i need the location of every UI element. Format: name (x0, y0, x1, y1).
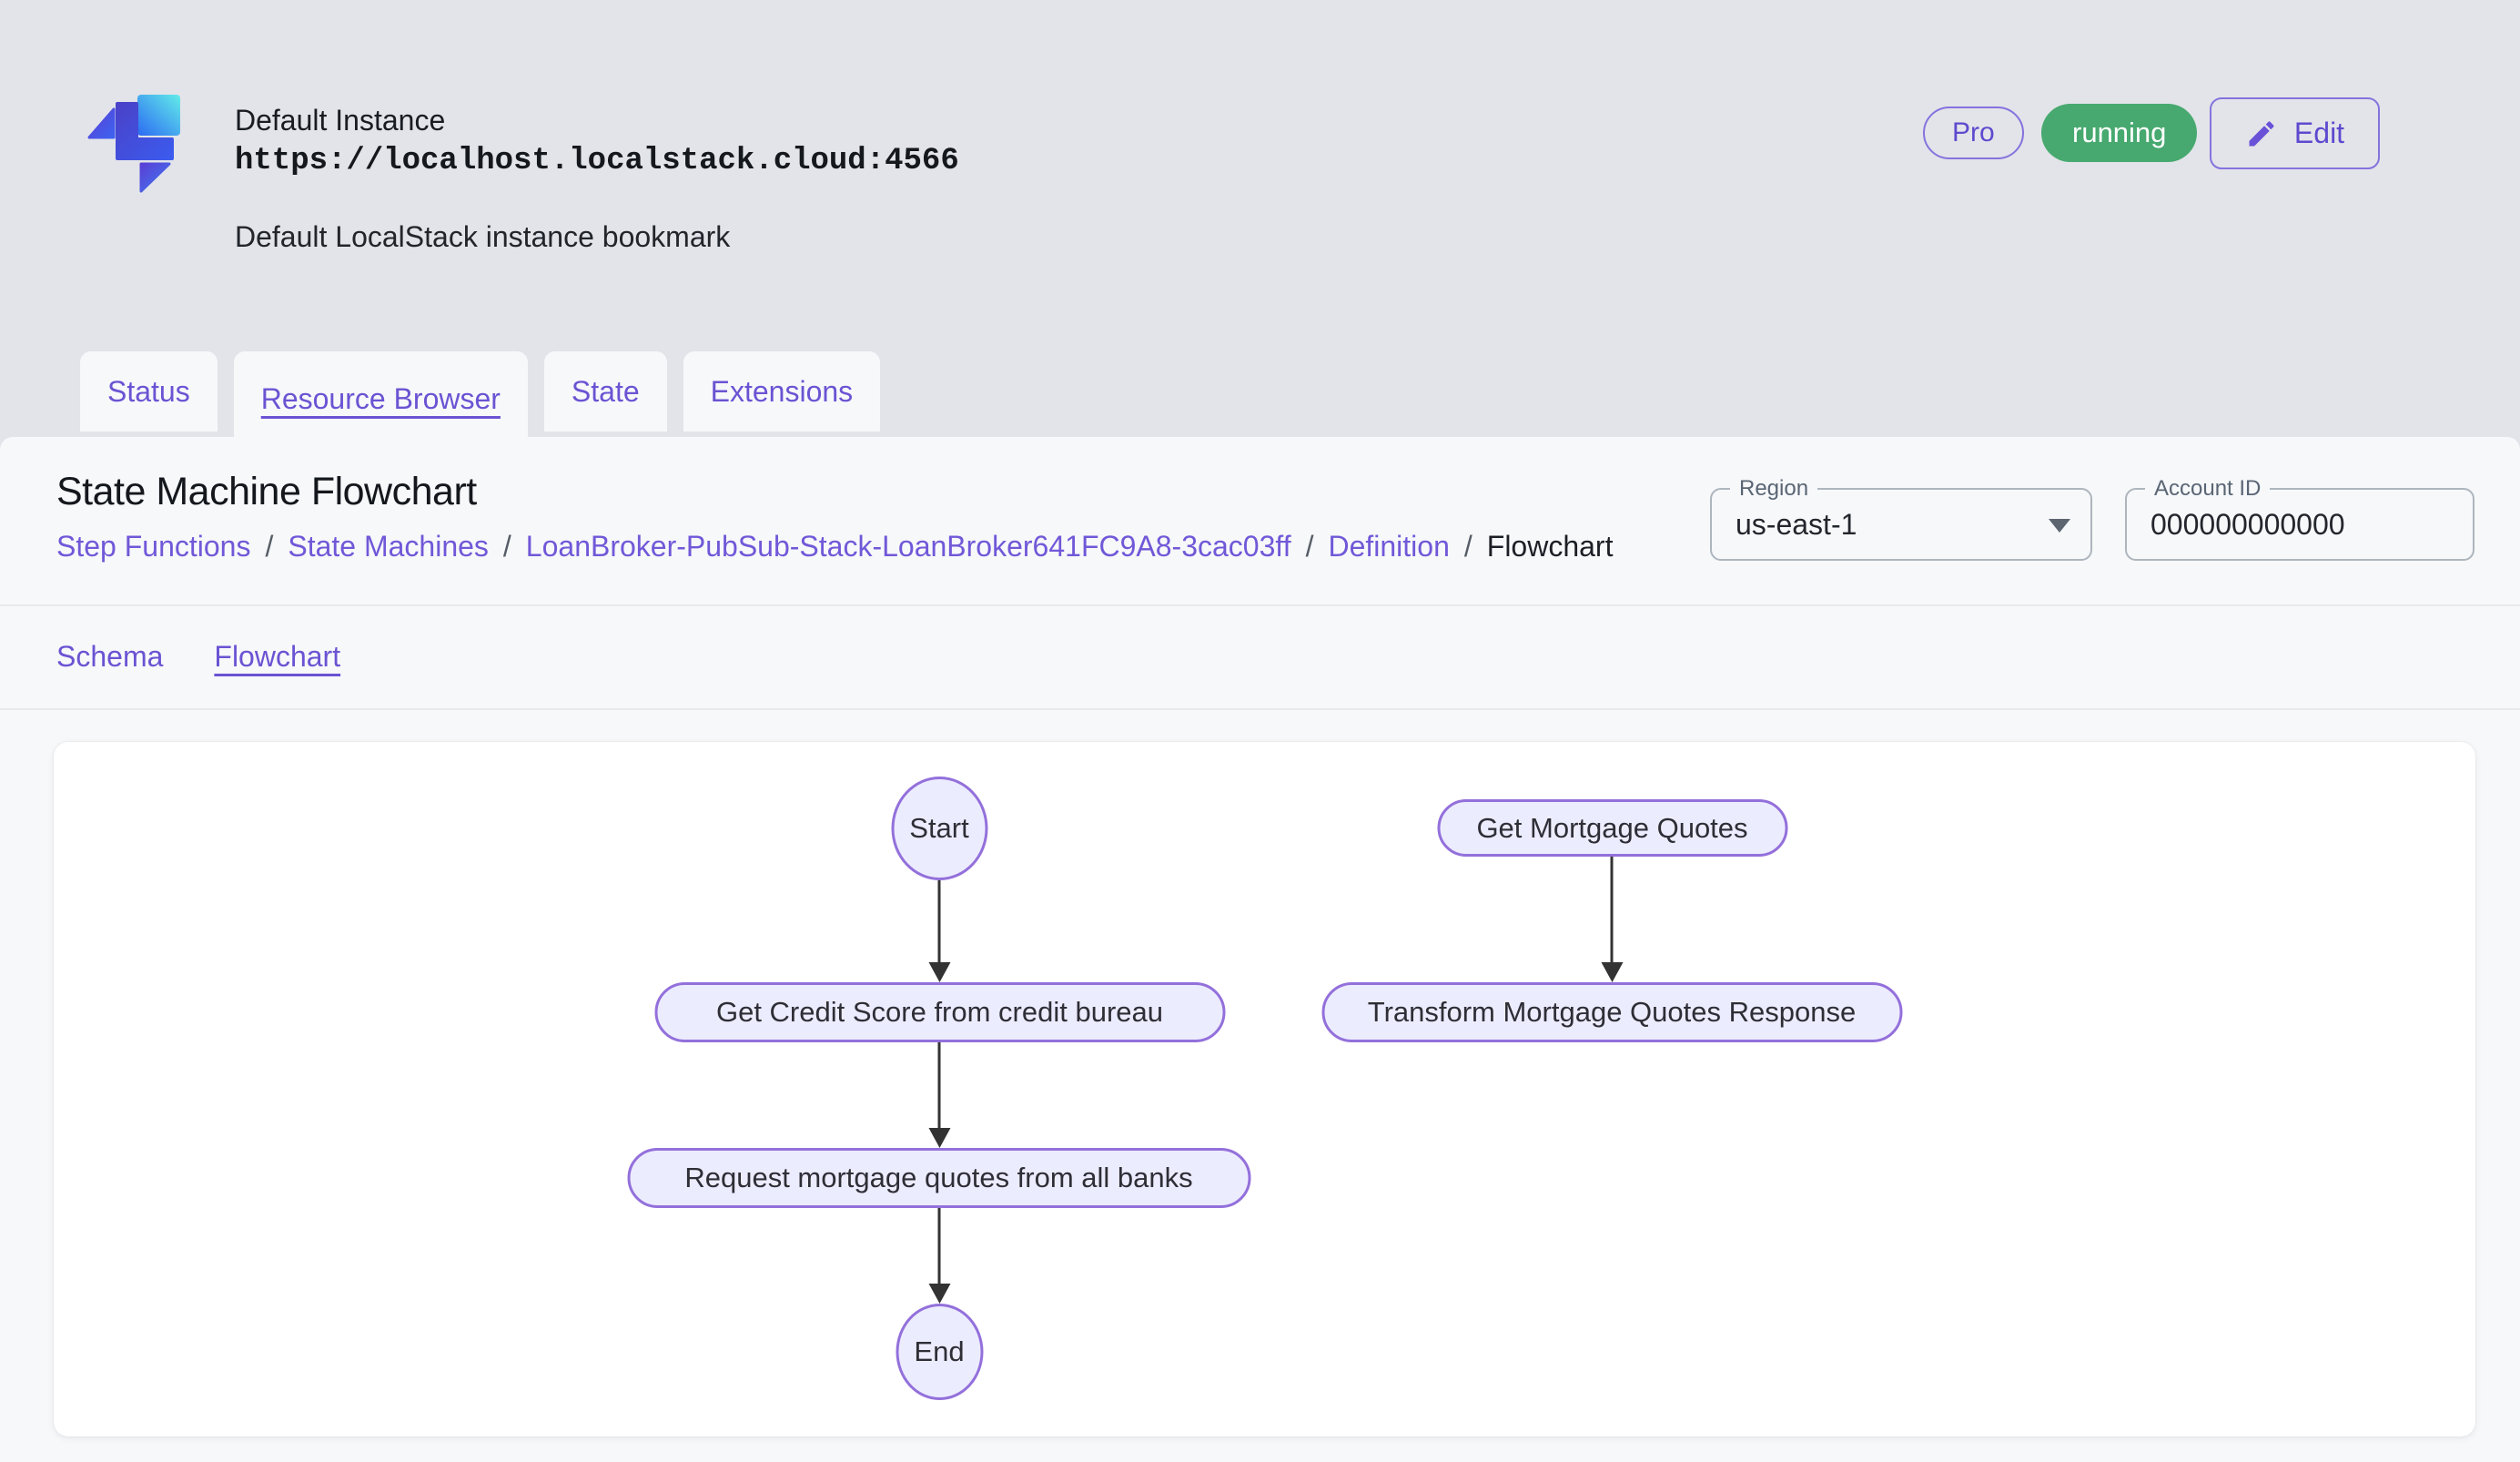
node-label: Get Credit Score from credit bureau (715, 996, 1164, 1028)
arrowhead-icon (928, 1128, 950, 1148)
edit-button-label: Edit (2293, 117, 2345, 149)
node-label: Request mortgage quotes from all banks (684, 1162, 1193, 1193)
instance-info: Default Instance https://localhost.local… (235, 105, 959, 254)
account-id-input[interactable] (2127, 490, 2473, 559)
arrowhead-icon (1601, 962, 1623, 982)
flowchart-edge-credit-to-request (928, 1042, 950, 1148)
breadcrumb-definition[interactable]: Definition (1328, 530, 1450, 563)
flowchart-node-start: Start (891, 777, 987, 880)
breadcrumb-separator: / (502, 530, 511, 563)
arrow-drop-down-icon (2049, 519, 2070, 533)
node-label: Get Mortgage Quotes (1476, 811, 1748, 844)
flowchart-node-transform-response: Transform Mortgage Quotes Response (1321, 982, 1902, 1042)
resource-browser-panel: State Machine Flowchart Step Functions /… (0, 437, 2520, 1462)
page-title: State Machine Flowchart (56, 470, 477, 513)
edit-button[interactable]: Edit (2210, 97, 2380, 169)
pencil-icon (2249, 120, 2274, 146)
arrowhead-icon (928, 962, 950, 982)
flowchart-edge-start-to-credit (928, 880, 950, 982)
region-select-label: Region (1730, 475, 1818, 503)
breadcrumb-step-functions[interactable]: Step Functions (56, 530, 251, 563)
arrowhead-icon (928, 1284, 950, 1304)
main-tab-bar: Status Resource Browser State Extensions (80, 351, 881, 446)
breadcrumb-separator: / (1463, 530, 1473, 563)
node-label: End (914, 1335, 965, 1367)
tab-extensions[interactable]: Extensions (683, 351, 881, 431)
node-label: Transform Mortgage Quotes Response (1367, 996, 1857, 1028)
definition-subtab-bar: Schema Flowchart (56, 604, 340, 708)
breadcrumb: Step Functions / State Machines / LoanBr… (56, 530, 1613, 563)
flowchart-card: Start Get Credit Score from credit burea… (54, 742, 2475, 1437)
breadcrumb-separator: / (1305, 530, 1314, 563)
flowchart-node-request-quotes: Request mortgage quotes from all banks (627, 1148, 1250, 1208)
pro-badge: Pro (1923, 107, 2024, 159)
instance-url: https://localhost.localstack.cloud:4566 (235, 144, 959, 178)
subtab-divider (0, 708, 2520, 710)
node-label: Start (909, 812, 969, 844)
edge-line (937, 880, 941, 963)
localstack-logo-icon (87, 95, 180, 193)
breadcrumb-state-machines[interactable]: State Machines (288, 530, 489, 563)
flowchart-node-end: End (896, 1304, 983, 1400)
breadcrumb-flowchart-current: Flowchart (1486, 530, 1614, 563)
subtab-schema[interactable]: Schema (56, 639, 164, 673)
flowchart-edge-request-to-end (928, 1208, 950, 1304)
breadcrumb-state-machine-name[interactable]: LoanBroker-PubSub-Stack-LoanBroker641FC9… (525, 530, 1291, 563)
running-status-badge: running (2041, 104, 2198, 162)
edge-line (937, 1042, 941, 1129)
instance-description: Default LocalStack instance bookmark (235, 220, 731, 253)
subtab-flowchart[interactable]: Flowchart (214, 639, 341, 673)
region-select[interactable]: Region us-east-1 (1710, 475, 2092, 561)
header-divider (0, 604, 2520, 606)
instance-name: Default Instance (235, 104, 446, 137)
state-machine-flowchart: Start Get Credit Score from credit burea… (627, 777, 1902, 1400)
region-select-value: us-east-1 (1736, 507, 1857, 541)
flowchart-edge-quotes-to-transform (1601, 857, 1623, 982)
breadcrumb-separator: / (265, 530, 274, 563)
account-id-field: Account ID (2125, 475, 2474, 561)
edge-line (937, 1208, 941, 1284)
instance-header: Default Instance https://localhost.local… (0, 0, 2520, 437)
flowchart-node-get-credit-score: Get Credit Score from credit bureau (654, 982, 1225, 1042)
tab-status[interactable]: Status (80, 351, 218, 431)
tab-resource-browser[interactable]: Resource Browser (233, 351, 528, 446)
tab-state[interactable]: State (543, 351, 667, 431)
edge-line (1610, 857, 1614, 963)
flowchart-node-get-mortgage-quotes: Get Mortgage Quotes (1437, 799, 1787, 857)
